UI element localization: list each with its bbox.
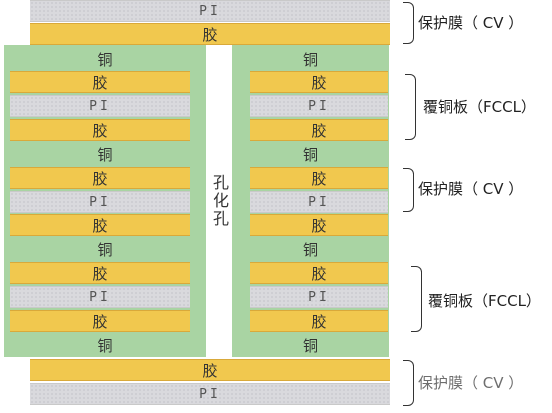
top-glue-layer: 胶 (30, 23, 390, 45)
right-copper-1: 铜 (232, 48, 389, 70)
right-copper-2: 铜 (232, 143, 389, 165)
right-glue-5: 胶 (250, 262, 388, 284)
right-glue-6: 胶 (250, 310, 388, 332)
left-pi-1: PI (10, 95, 190, 117)
right-glue-3: 胶 (250, 167, 388, 189)
right-glue-2: 胶 (250, 119, 388, 141)
annotation-fccl-1: 覆铜板（FCCL） (423, 98, 536, 116)
left-copper-2: 铜 (4, 143, 206, 165)
bottom-pi-layer: PI (30, 383, 390, 405)
left-copper-3: 铜 (4, 238, 206, 260)
plated-through-hole: 孔化孔 (206, 45, 232, 357)
right-pi-1: PI (250, 95, 388, 117)
left-glue-6: 胶 (10, 310, 190, 332)
bottom-glue-layer: 胶 (30, 359, 390, 381)
brace-fccl-1 (405, 74, 416, 140)
brace-top-cv (403, 2, 414, 44)
left-glue-2: 胶 (10, 119, 190, 141)
hole-label: 孔化孔 (210, 174, 229, 228)
right-copper-4: 铜 (232, 334, 389, 356)
right-copper-3: 铜 (232, 238, 389, 260)
annotation-top-cv: 保护膜（ CV ） (418, 14, 524, 32)
left-pi-3: PI (10, 286, 190, 308)
annotation-bottom-cv: 保护膜（ CV ） (418, 374, 524, 392)
brace-fccl-2 (411, 266, 422, 332)
right-pi-2: PI (250, 191, 388, 213)
annotation-cv-1: 保护膜（ CV ） (418, 180, 524, 198)
right-glue-1: 胶 (250, 71, 388, 93)
left-glue-5: 胶 (10, 262, 190, 284)
brace-cv-1 (403, 168, 414, 212)
right-glue-4: 胶 (250, 214, 388, 236)
left-glue-1: 胶 (10, 71, 190, 93)
left-copper-4: 铜 (4, 334, 206, 356)
brace-bottom-cv (403, 360, 414, 406)
left-pi-2: PI (10, 191, 190, 213)
left-glue-3: 胶 (10, 167, 190, 189)
right-pi-3: PI (250, 286, 388, 308)
left-copper-1: 铜 (4, 48, 206, 70)
top-pi-layer: PI (30, 0, 390, 22)
annotation-fccl-2: 覆铜板（FCCL） (428, 292, 541, 310)
left-glue-4: 胶 (10, 214, 190, 236)
